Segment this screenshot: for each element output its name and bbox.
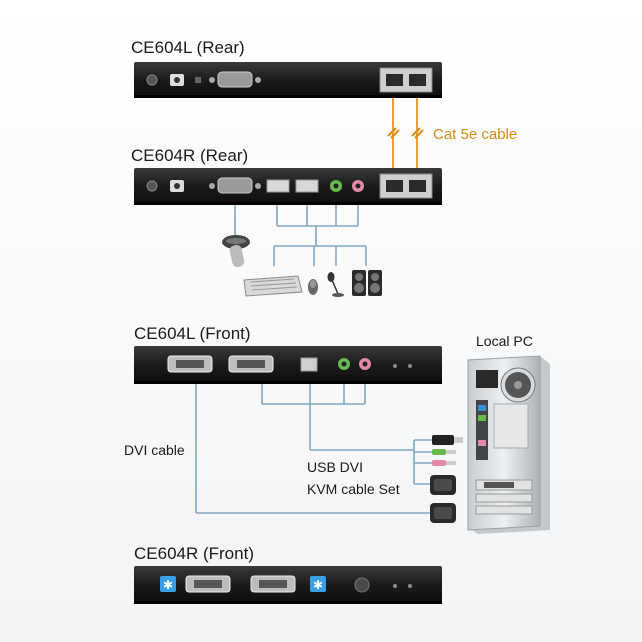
front-cables: [195, 384, 432, 514]
svg-text:✱: ✱: [163, 578, 173, 592]
ce604l-rear-unit: [134, 62, 442, 98]
ce604r-rear-title: CE604R (Rear): [131, 146, 249, 165]
ce604l-front-unit: [134, 346, 442, 384]
pc-tower-icon: [467, 355, 550, 534]
rear-peripheral-cables: [234, 205, 367, 266]
keyboard-icon: [243, 275, 303, 297]
cat5e-cables: [387, 98, 424, 170]
mouse-icon: [308, 279, 318, 295]
audio-plug-pink-icon: [432, 460, 456, 466]
microphone-icon: [327, 272, 344, 297]
ce604r-rear-unit: [134, 168, 442, 205]
audio-plug-green-icon: [432, 449, 456, 455]
barcode-scanner-icon: [222, 235, 250, 268]
ce604l-front-title: CE604L (Front): [134, 324, 251, 343]
local-pc-label: Local PC: [476, 333, 533, 349]
ce604r-front-unit: ✱ ✱: [134, 566, 442, 604]
usb-connector-icon: [432, 435, 463, 445]
cat5e-cable-label: Cat 5e cable: [433, 126, 518, 143]
svg-text:✱: ✱: [313, 578, 323, 592]
ce604l-rear-title: CE604L (Rear): [131, 38, 245, 57]
ce604r-front-title: CE604R (Front): [134, 544, 254, 563]
dvi-connector-icon: [430, 475, 456, 495]
usb-dvi-label: USB DVI: [307, 459, 364, 475]
kvm-cable-set-label: KVM cable Set: [307, 481, 400, 497]
dvi-cable-label: DVI cable: [124, 442, 185, 458]
dvi-connector-icon: [430, 503, 456, 523]
speakers-icon: [352, 270, 382, 296]
